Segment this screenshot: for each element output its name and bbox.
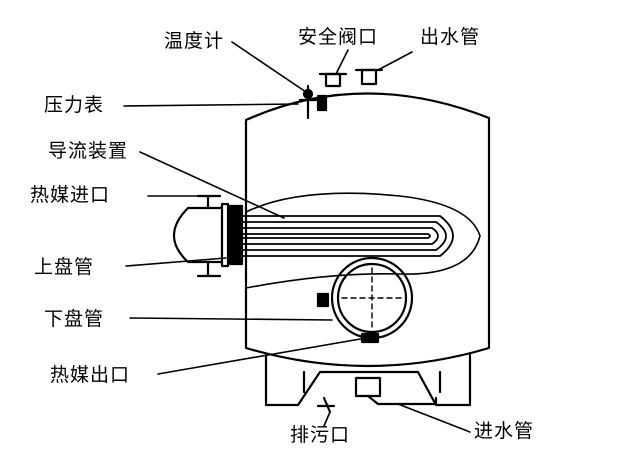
label-water-inlet-pipe: 进水管	[474, 420, 535, 442]
label-upper-coil: 上盘管	[34, 256, 95, 278]
label-pressure-gauge: 压力表	[44, 94, 105, 116]
exchanger-head	[173, 194, 244, 278]
label-drain-port: 排污口	[290, 424, 351, 446]
label-safety-valve-port: 安全阀口	[298, 26, 379, 48]
label-flow-guide-device: 导流装置	[48, 140, 129, 162]
label-heat-medium-inlet: 热媒进口	[30, 184, 111, 206]
label-lower-coil: 下盘管	[44, 308, 105, 330]
label-heat-medium-outlet: 热媒出口	[50, 364, 131, 386]
bottom-pipes	[316, 376, 438, 414]
manhole	[316, 256, 414, 340]
top-nozzles	[318, 68, 384, 88]
u-tube-coil	[241, 215, 454, 257]
leader-lines	[123, 41, 471, 433]
label-thermometer: 温度计	[164, 30, 225, 52]
tank-legs	[264, 353, 472, 407]
label-water-outlet-pipe: 出水管	[420, 26, 481, 48]
